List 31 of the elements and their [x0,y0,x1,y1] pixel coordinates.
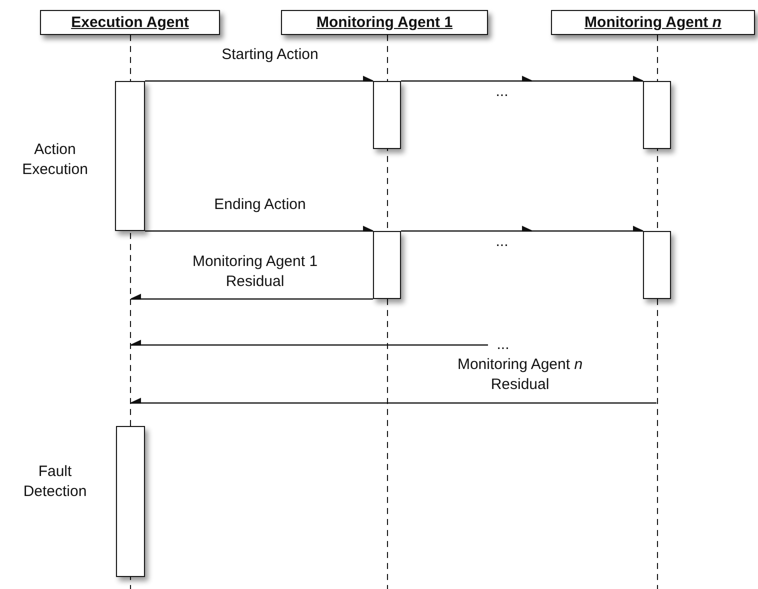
message-arrow [130,397,656,404]
message-arrow [130,293,373,300]
participant-name: Monitoring Agent n [584,14,722,31]
message-arrow [401,76,644,82]
message-arrow [401,226,644,232]
message-arrow [145,225,374,232]
participant-name: Execution Agent [71,14,189,31]
lifeline-header [40,10,220,35]
activation-bar [115,81,145,231]
edge-label: Starting Action [220,45,320,64]
lifeline [656,35,658,589]
activation-caption: Fault Detection [22,462,88,501]
activation-bar [643,81,671,149]
ellipsis: ... [494,232,510,252]
activation-bar [373,81,401,149]
edge-label: Ending Action [213,195,307,214]
participant-name: Monitoring Agent 1 [316,14,453,31]
ellipsis: ... [488,336,518,352]
activation-bar [643,231,671,299]
activation-caption: Action Execution [21,140,89,179]
lifeline [130,35,131,589]
lifeline-header [281,10,488,35]
activation-bar [373,231,401,299]
lifeline [386,35,388,589]
message-arrow [145,75,374,82]
edge-label: Monitoring Agent 1 Residual [191,252,319,291]
activation-bar [116,426,145,577]
lifeline-header [551,10,755,35]
message-arrow [130,339,488,346]
ellipsis: ... [494,82,510,102]
edge-label: Monitoring Agent n Residual [456,355,584,394]
